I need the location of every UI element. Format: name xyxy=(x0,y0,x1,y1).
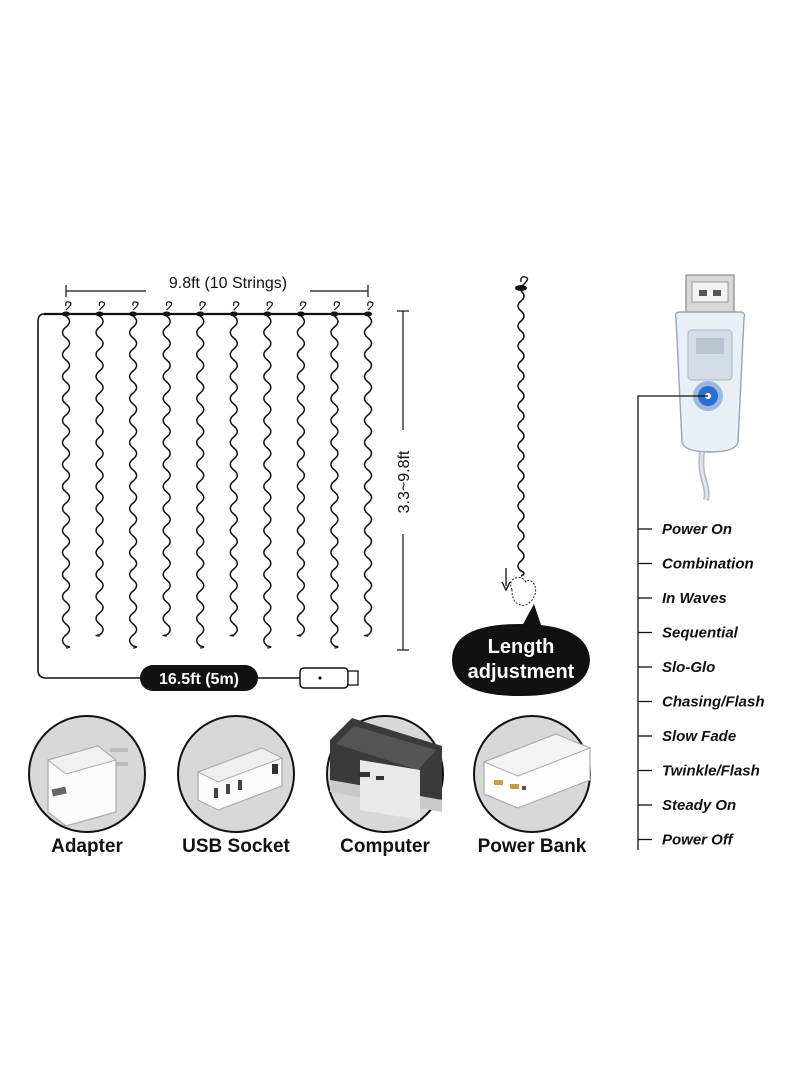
mode-label: Slo-Glo xyxy=(662,659,715,676)
curtain-diagram: 9.8ft (10 Strings) 3.3~9.8ft 16.5ft (5m) xyxy=(37,270,416,691)
mode-label: Power Off xyxy=(662,832,735,849)
mode-label: Twinkle/Flash xyxy=(662,763,760,780)
power-sources: Adapter USB Socket Computer xyxy=(28,715,592,857)
mode-label: Steady On xyxy=(662,797,736,814)
single-string-diagram: Length adjustment xyxy=(452,276,590,696)
power-source-label: USB Socket xyxy=(182,836,290,857)
height-label: 3.3~9.8ft xyxy=(396,450,413,513)
hand-icon xyxy=(510,577,537,606)
length-badge-line1: Length xyxy=(488,636,555,658)
light-string xyxy=(330,301,341,649)
usb-controller-icon xyxy=(637,274,746,850)
light-string xyxy=(229,301,240,637)
mode-pointer-line xyxy=(637,395,708,850)
mode-label: Chasing/Flash xyxy=(662,694,765,711)
light-string xyxy=(95,301,106,637)
power-source-label: Power Bank xyxy=(478,836,587,857)
light-string xyxy=(296,301,307,637)
light-string xyxy=(162,301,173,637)
mode-label: Power On xyxy=(662,521,732,538)
width-label: 9.8ft (10 Strings) xyxy=(169,275,287,292)
light-string xyxy=(61,301,72,649)
mode-label: Slow Fade xyxy=(662,728,736,745)
light-string xyxy=(195,301,206,649)
light-strings xyxy=(61,301,374,649)
light-string xyxy=(263,301,273,649)
power-source-label: Computer xyxy=(340,836,430,857)
usb-socket-icon xyxy=(177,715,295,833)
cable-length-label: 16.5ft (5m) xyxy=(159,671,239,688)
light-string xyxy=(363,301,374,637)
power-bank-icon xyxy=(473,715,592,833)
mode-label: Sequential xyxy=(662,625,739,642)
computer-icon xyxy=(326,715,444,833)
mode-label: In Waves xyxy=(662,590,727,607)
length-badge-line2: adjustment xyxy=(468,661,575,683)
adapter-icon xyxy=(28,715,146,833)
hook-icon xyxy=(520,276,529,288)
light-string xyxy=(128,301,139,649)
usb-plug-icon xyxy=(299,667,359,689)
mode-list: Power On Combination In WavesSequentialSlo… xyxy=(638,521,765,849)
mode-label: Combination xyxy=(662,556,754,573)
cable-length-badge xyxy=(140,665,258,691)
power-cable xyxy=(37,313,300,679)
length-adjustment-badge xyxy=(452,624,590,696)
power-source-label: Adapter xyxy=(51,836,123,857)
